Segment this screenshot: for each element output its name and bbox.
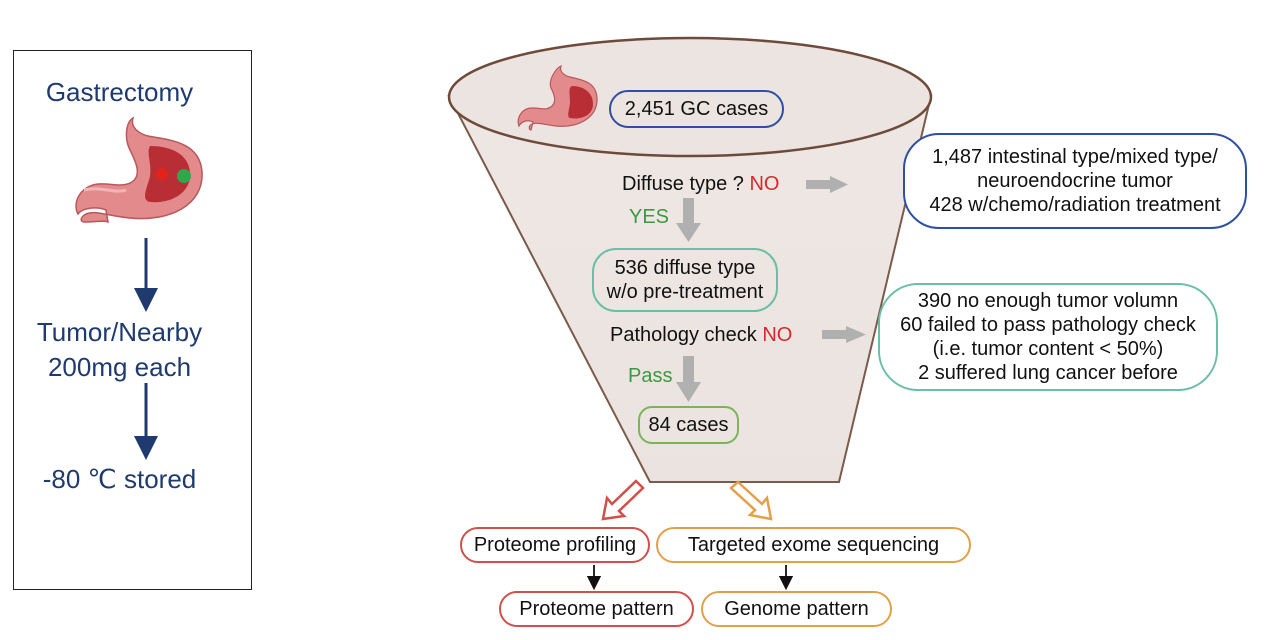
gray-arrow-down-pass: [676, 356, 701, 402]
targeted-exome-text: Targeted exome sequencing: [687, 534, 940, 556]
diffuse-type-question: Diffuse type ? NO: [622, 172, 779, 196]
stomach-icon-small: [517, 64, 598, 131]
tumor-nearby-label: Tumor/Nearby: [36, 317, 203, 347]
total-cases-text: 2,451 GC cases: [624, 98, 769, 120]
diffuse-line2: w/o pre-treatment: [606, 281, 764, 303]
final-cases-box: 84 cases: [638, 406, 739, 444]
gastrectomy-label: Gastrectomy: [45, 77, 194, 107]
exclusion-1-line1: 1,487 intestinal type/mixed type/: [932, 146, 1218, 168]
exclusion-box-2: 390 no enough tumor volumn 60 failed to …: [878, 283, 1218, 391]
pathology-check-question: Pathology check NO: [610, 323, 792, 347]
proteome-pattern-text: Proteome pattern: [519, 598, 674, 620]
diffuse-line1: 536 diffuse type: [614, 257, 756, 279]
yes-label: YES: [629, 206, 670, 228]
sample-weight-label: 200mg each: [47, 352, 192, 382]
exclusion-2-line4: 2 suffered lung cancer before: [918, 362, 1178, 384]
storage-label: -80 ℃ stored: [42, 464, 197, 494]
orange-hollow-arrow: [729, 480, 773, 521]
exclusion-1-line3: 428 w/chemo/radiation treatment: [929, 194, 1221, 216]
no-label-2: NO: [762, 324, 793, 346]
genome-pattern-text: Genome pattern: [724, 598, 869, 620]
diffuse-question-text: Diffuse type ?: [622, 173, 750, 195]
final-cases-text: 84 cases: [648, 414, 729, 436]
exclusion-2-line3: (i.e. tumor content < 50%): [932, 338, 1164, 360]
diffuse-type-box: 536 diffuse type w/o pre-treatment: [592, 248, 778, 312]
exclusion-2-line1: 390 no enough tumor volumn: [917, 290, 1179, 312]
total-cases-box: 2,451 GC cases: [609, 90, 784, 128]
red-hollow-arrow: [601, 479, 645, 521]
stomach-illustration-large: [75, 116, 203, 224]
sample-collection-panel: [13, 50, 252, 590]
proteome-profiling-box: Proteome profiling: [460, 527, 650, 563]
no-label-1: NO: [749, 173, 780, 195]
gray-arrow-down-yes: [676, 198, 701, 242]
genome-pattern-box: Genome pattern: [701, 591, 892, 627]
proteome-pattern-box: Proteome pattern: [499, 591, 694, 627]
pass-label: Pass: [628, 365, 673, 387]
exclusion-2-line2: 60 failed to pass pathology check: [900, 314, 1196, 336]
targeted-exome-box: Targeted exome sequencing: [656, 527, 971, 563]
proteome-profiling-text: Proteome profiling: [473, 534, 637, 556]
gray-arrow-right-1: [806, 176, 848, 193]
funnel-rim: [447, 36, 933, 158]
gray-arrow-right-2: [822, 326, 866, 343]
exclusion-1-line2: neuroendocrine tumor: [977, 170, 1173, 192]
exclusion-box-1: 1,487 intestinal type/mixed type/ neuroe…: [903, 133, 1247, 229]
pathology-question-text: Pathology check: [610, 324, 763, 346]
